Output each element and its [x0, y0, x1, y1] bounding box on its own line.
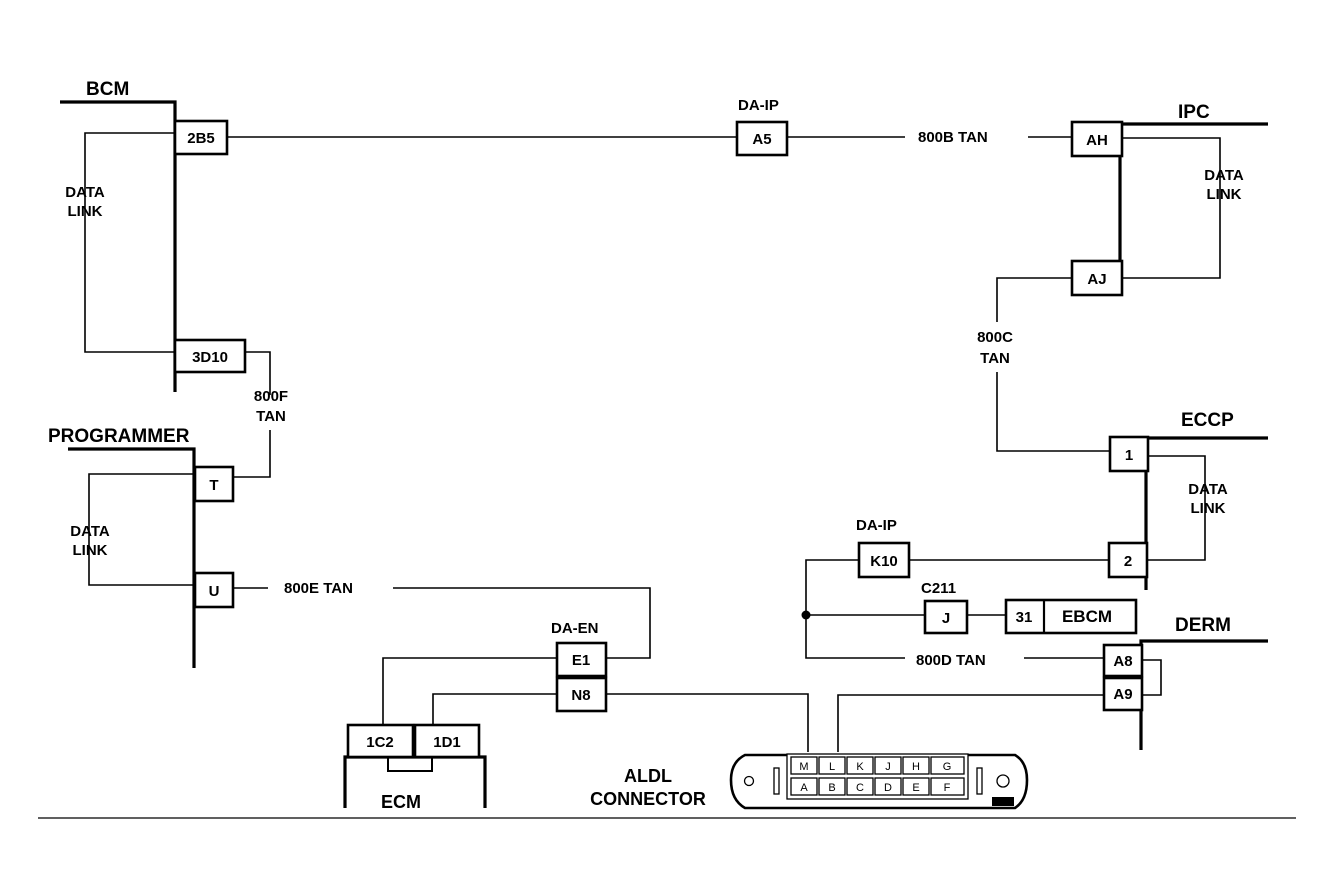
- terminal-k10: K10: [870, 553, 898, 570]
- terminal-2-box: [1107, 541, 1149, 579]
- aldl-pin-m: M: [799, 761, 808, 773]
- terminal-e1: E1: [572, 652, 590, 669]
- eccp-module: ECCP DATA LINK 1 2: [1107, 410, 1268, 590]
- terminal-eccp-2: 2: [1124, 553, 1132, 570]
- terminal-a8: A8: [1113, 653, 1132, 670]
- terminal-a5-box: [735, 120, 789, 157]
- ebcm-module-box: [1004, 598, 1138, 635]
- wire-800b: DA-IP A5 800B TAN: [227, 97, 1072, 157]
- terminal-j-box: [923, 599, 969, 635]
- aldl-connector: ALDL CONNECTOR M L K J H G A B C D E F: [590, 753, 1029, 810]
- terminal-a8-box: [1102, 643, 1144, 678]
- terminal-a9-box: [1102, 676, 1144, 712]
- programmer-data-link-label-1: DATA: [70, 523, 110, 540]
- aldl-pin-a: A: [800, 782, 808, 794]
- wire-800c-label-2: TAN: [980, 350, 1010, 367]
- wire-800f-label-2: TAN: [256, 408, 286, 425]
- wire-800b-label: 800B TAN: [918, 129, 988, 146]
- ipc-data-link-label-2: LINK: [1207, 186, 1242, 203]
- terminal-j: J: [942, 610, 950, 627]
- aldl-pin-c: C: [856, 782, 864, 794]
- eccp-data-link-label-2: LINK: [1191, 500, 1226, 517]
- wire-800e: 800E TAN: [233, 580, 651, 659]
- terminal-n8: N8: [571, 687, 590, 704]
- connector-da-ip-mid: DA-IP: [856, 517, 897, 534]
- terminal-ebcm-31: 31: [1016, 609, 1033, 626]
- wire-800f-label-1: 800F: [254, 388, 288, 405]
- programmer-data-link-label-2: LINK: [73, 542, 108, 559]
- aldl-pin-g: G: [943, 761, 952, 773]
- ecm-module: DA-EN E1 N8 1C2 1D1 ECM: [343, 620, 809, 812]
- terminal-3d10: 3D10: [192, 349, 228, 366]
- programmer-module: 800F TAN PROGRAMMER DATA LINK T U: [48, 351, 288, 668]
- wire-800d-label: 800D TAN: [916, 652, 986, 669]
- terminal-u: U: [209, 583, 220, 600]
- derm-label: DERM: [1175, 615, 1231, 636]
- wire-800c: 800C TAN: [977, 277, 1110, 452]
- terminal-1d1-box: [413, 723, 481, 759]
- connector-c211: C211: [921, 580, 956, 597]
- bcm-data-link-label-1: DATA: [65, 184, 105, 201]
- terminal-u-box: [193, 571, 235, 609]
- eccp-label: ECCP: [1181, 410, 1234, 431]
- aldl-label-1: ALDL: [624, 766, 672, 786]
- ebcm-label: EBCM: [1062, 607, 1112, 626]
- terminal-ah: AH: [1086, 132, 1108, 149]
- terminal-e1-box: [555, 641, 608, 678]
- programmer-label: PROGRAMMER: [48, 426, 190, 447]
- aldl-right-latch: [976, 767, 983, 795]
- aldl-left-mount-hole: [743, 775, 755, 787]
- connector-da-en: DA-EN: [551, 620, 599, 637]
- terminal-eccp-1: 1: [1125, 447, 1133, 464]
- terminal-aj-box: [1070, 259, 1124, 297]
- aldl-pin-j: J: [885, 761, 891, 773]
- aldl-pin-b: B: [828, 782, 835, 794]
- aldl-pin-d: D: [884, 782, 892, 794]
- terminal-a9: A9: [1113, 686, 1132, 703]
- aldl-left-latch: [773, 767, 780, 795]
- eccp-data-link-label-1: DATA: [1188, 481, 1228, 498]
- wire-800c-label-1: 800C: [977, 329, 1013, 346]
- connector-da-ip-top: DA-IP: [738, 97, 779, 114]
- aldl-pin-l: L: [829, 761, 835, 773]
- da-ip-k10-branch: DA-IP K10 C211 J 31 EBCM 800D TAN: [801, 517, 1138, 669]
- terminal-a5: A5: [752, 131, 771, 148]
- bcm-module: BCM DATA LINK 2B5 3D10: [60, 79, 247, 392]
- terminal-1-box: [1108, 435, 1150, 473]
- terminal-3d10-box: [173, 338, 247, 374]
- terminal-t: T: [209, 477, 218, 494]
- aldl-key: [992, 797, 1014, 806]
- terminal-2b5-box: [173, 119, 229, 156]
- aldl-right-mount-hole: [996, 774, 1010, 788]
- aldl-label-2: CONNECTOR: [590, 789, 706, 809]
- aldl-pin-h: H: [912, 761, 920, 773]
- terminal-1c2-box: [346, 723, 415, 759]
- aldl-pin-f: F: [944, 782, 951, 794]
- ipc-data-link-label-1: DATA: [1204, 167, 1244, 184]
- bcm-label: BCM: [86, 79, 129, 100]
- terminal-ah-box: [1070, 120, 1124, 158]
- bcm-data-link-label-2: LINK: [68, 203, 103, 220]
- terminal-2b5: 2B5: [187, 130, 215, 147]
- ecm-label: ECM: [381, 792, 421, 812]
- terminal-1c2: 1C2: [366, 734, 394, 751]
- terminal-t-box: [193, 465, 235, 503]
- derm-module: DERM A8 A9: [837, 615, 1268, 752]
- aldl-pin-e: E: [912, 782, 919, 794]
- ipc-module: IPC DATA LINK AH AJ: [1070, 102, 1268, 297]
- terminal-1d1: 1D1: [433, 734, 461, 751]
- terminal-aj: AJ: [1087, 271, 1106, 288]
- ipc-label: IPC: [1178, 102, 1210, 123]
- aldl-pin-k: K: [856, 761, 864, 773]
- wire-800e-label: 800E TAN: [284, 580, 353, 597]
